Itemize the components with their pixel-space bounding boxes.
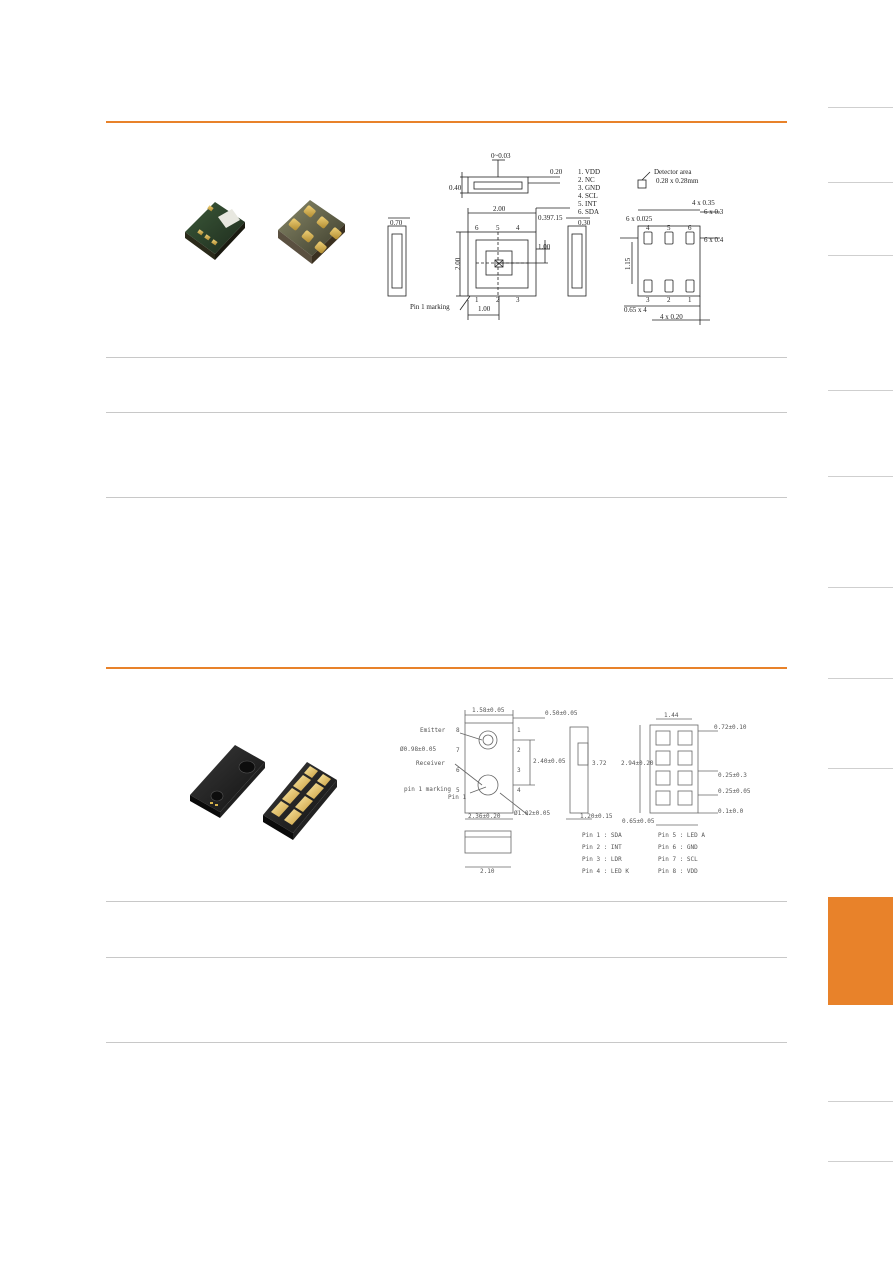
row-number: 3 [517,767,521,774]
dim-label: 0.397.15 [538,214,563,222]
dim-label: 1.00 [538,243,551,251]
dim-label: 0.65 x 4 [624,306,647,314]
dim-label: 0.70 [390,219,403,227]
pin-assignment: Pin 1 : SDA [582,832,622,839]
section1-divider-2 [106,412,787,413]
side-index-line [828,1161,893,1162]
pin-number: 3 [516,296,520,304]
row-number: 4 [517,787,521,794]
section1-top-rule [106,121,787,123]
dim-label: 2.36±0.20 [468,813,501,820]
dim-label: 0.30 [578,219,591,227]
side-index-active-tab[interactable] [828,897,893,1005]
pin-assignment: Pin 8 : VDD [658,868,698,875]
dim-label: Ø0.98±0.05 [400,746,437,753]
row-number: 6 [456,767,460,774]
dim-label: 2.10 [480,868,495,875]
section2-divider-2 [106,957,787,958]
pin-list-item: 2. NC [578,176,595,184]
side-index-line [828,768,893,769]
dim-label: 2.00 [454,257,462,270]
dim-label: 0.40 [449,184,462,192]
row-number: 7 [456,747,460,754]
dim-label: 0.1±0.0 [718,808,744,815]
dim-label: 1.00 [478,305,491,313]
side-index-line [828,476,893,477]
side-index-line [828,255,893,256]
detector-area-label: Detector area [654,168,692,176]
dim-label: 1.44 [664,712,679,719]
dim-label: 6 x 0.3 [704,208,724,216]
detector-area-size: 0.28 x 0.28mm [656,177,699,185]
section2-divider-3 [106,1042,787,1043]
dim-label: 1.20±0.15 [580,813,613,820]
dim-label: 0.65±0.05 [622,818,655,825]
pin-list-item: 1. VDD [578,168,600,176]
section1-divider-1 [106,357,787,358]
dim-label: 4 x 0.20 [660,313,683,321]
pin-number: 2 [667,296,671,304]
pin-number: 4 [516,224,520,232]
pin-list-item: 4. SCL [578,192,598,200]
dim-label: 0.25±0.3 [718,772,747,779]
sensor-package-photo [185,200,345,264]
dim-label: 0.20 [550,168,563,176]
dim-label: 2.94±0.20 [621,760,654,767]
pin-assignment: Pin 5 : LED A [658,832,705,839]
row-number: 8 [456,727,460,734]
side-index-line [828,678,893,679]
dim-label: 2.00 [493,205,506,213]
dim-label: 1.58±0.05 [472,707,505,714]
dim-label: 0~0.03 [491,152,511,160]
side-index-line [828,587,893,588]
pin-assignment: Pin 2 : INT [582,844,622,851]
pin-number: 6 [475,224,479,232]
row-number: 1 [517,727,521,734]
pin-1-label: Pin 1 [448,794,466,801]
row-number: 5 [456,787,460,794]
pin-number: 1 [475,296,479,304]
row-number: 2 [517,747,521,754]
pin-assignment: Pin 3 : LDR [582,856,622,863]
pin-number: 5 [496,224,500,232]
side-index-line [828,107,893,108]
dim-label: 6 x 0.4 [704,236,724,244]
sensor-dimension-drawing: 0~0.03 0.20 0.40 2.00 0.397.15 0.30 0.70… [387,152,724,325]
side-index-line [828,390,893,391]
dim-label: 4 x 0.35 [692,199,715,207]
receiver-label: Receiver [416,760,445,767]
pin-number: 5 [667,224,671,232]
side-index-line [828,182,893,183]
proximity-module-photo [190,745,337,840]
dim-label: 0.50±0.05 [545,710,578,717]
section1-divider-3 [106,497,787,498]
emitter-label: Emitter [420,727,446,734]
pin-number: 2 [496,296,500,304]
pin-assignment: Pin 7 : SCL [658,856,698,863]
proximity-dimension-drawing: 1.58±0.05 0.50±0.05 Emitter Ø0.98±0.05 R… [400,707,751,875]
pin-1-marking-label: pin 1 marking [404,786,451,793]
dim-label: 0.25±0.05 [718,788,751,795]
pin-1-marking-label: Pin 1 marking [410,303,450,311]
section2-divider-1 [106,901,787,902]
pin-list-item: 5. INT [578,200,597,208]
pin-list-item: 3. GND [578,184,600,192]
pin-assignment: Pin 4 : LED K [582,868,629,875]
dim-label: 3.72 [592,760,607,767]
pin-number: 6 [688,224,692,232]
pin-assignment: Pin 6 : GND [658,844,698,851]
pin-number: 4 [646,224,650,232]
dim-label: Ø1.02±0.05 [514,810,551,817]
dim-label: 2.40±0.05 [533,758,566,765]
dim-label: 6 x 0.025 [626,215,653,223]
dim-label: 1.15 [624,257,632,270]
pin-number: 1 [688,296,692,304]
dim-label: 0.72±0.10 [714,724,747,731]
side-index-line [828,1101,893,1102]
pin-list-item: 6. SDA [578,208,599,216]
section2-top-rule [106,667,787,669]
pin-number: 3 [646,296,650,304]
